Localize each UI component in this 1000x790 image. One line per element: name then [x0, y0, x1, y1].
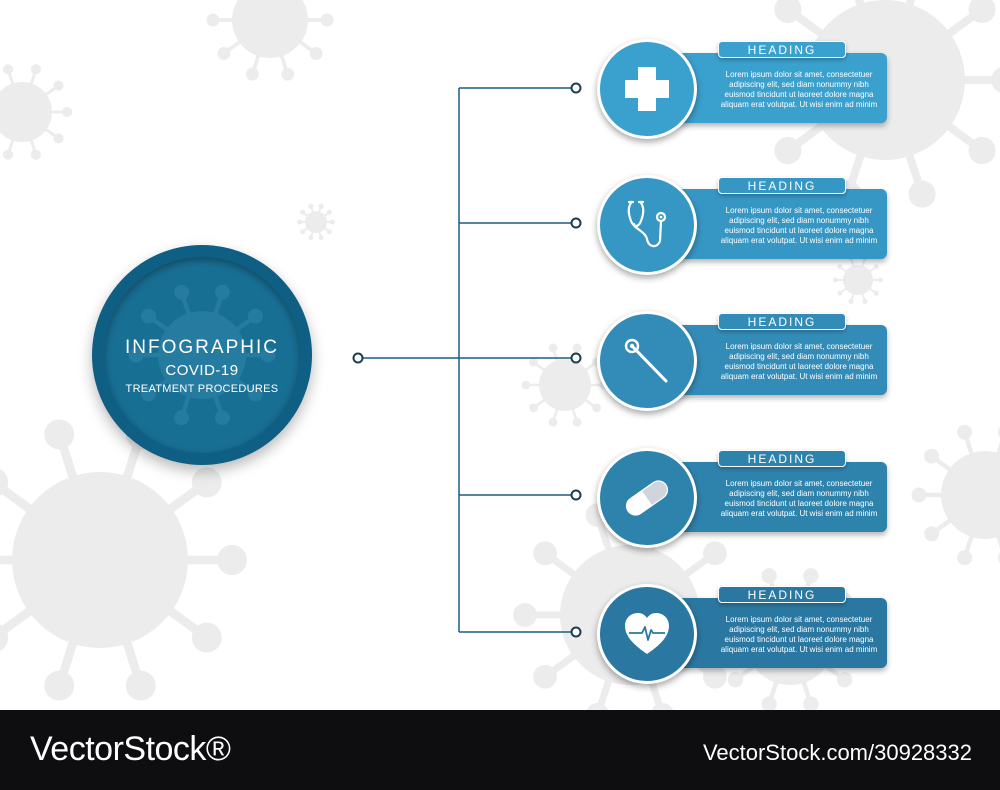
- stethoscope-icon: [627, 200, 667, 248]
- step-body-5: Lorem ipsum dolor sit amet, consectetuer…: [720, 615, 878, 654]
- step-heading-4: HEADING: [718, 450, 846, 467]
- virus-decoration-7: [911, 424, 1000, 566]
- step-icon-circle-1: [597, 39, 697, 139]
- step-body-4: Lorem ipsum dolor sit amet, consectetuer…: [720, 479, 878, 518]
- virus-decoration-3: [297, 203, 335, 241]
- step-item-4: HEADING Lorem ipsum dolor sit amet, cons…: [597, 446, 887, 548]
- step-heading-1: HEADING: [718, 41, 846, 58]
- virus-decoration-2: [0, 64, 73, 160]
- step-body-2: Lorem ipsum dolor sit amet, consectetuer…: [720, 206, 878, 245]
- step-heading-3: HEADING: [718, 313, 846, 330]
- step-body-3: Lorem ipsum dolor sit amet, consectetuer…: [720, 342, 878, 381]
- step-icon-circle-2: [597, 175, 697, 275]
- medical-cross-icon: [625, 67, 669, 111]
- capsule-pill-icon: [625, 480, 669, 516]
- image-id-text: VectorStock.com/30928332: [702, 740, 972, 765]
- virus-decoration-5: [832, 256, 884, 304]
- step-body-1: Lorem ipsum dolor sit amet, consectetuer…: [720, 70, 878, 109]
- center-circle: INFOGRAPHIC COVID-19 TREATMENT PROCEDURE…: [92, 245, 312, 465]
- step-heading-5: HEADING: [718, 586, 846, 603]
- thermometer-icon: [624, 338, 668, 383]
- center-virus-shape: [128, 284, 276, 426]
- heart-pulse-icon: [625, 613, 669, 654]
- step-icon-circle-4: [597, 448, 697, 548]
- connector-dot-2: [570, 217, 582, 229]
- step-item-2: HEADING Lorem ipsum dolor sit amet, cons…: [597, 173, 887, 275]
- connector-dot-center: [352, 352, 364, 364]
- footer-bar: VectorStock® VectorStock.com/30928332: [0, 710, 1000, 790]
- step-item-3: HEADING Lorem ipsum dolor sit amet, cons…: [597, 309, 887, 411]
- virus-decoration-6: [521, 343, 609, 427]
- step-icon-circle-5: [597, 584, 697, 684]
- virus-decoration-1: [206, 0, 334, 81]
- connector-dot-5: [570, 626, 582, 638]
- connector-dot-1: [570, 82, 582, 94]
- step-item-1: HEADING Lorem ipsum dolor sit amet, cons…: [597, 37, 887, 139]
- connector-lines: [352, 82, 582, 638]
- center-title: INFOGRAPHIC: [125, 337, 279, 358]
- step-item-5: HEADING Lorem ipsum dolor sit amet, cons…: [597, 582, 887, 684]
- step-icon-circle-3: [597, 311, 697, 411]
- connector-group: [358, 87, 576, 633]
- connector-dot-3: [570, 352, 582, 364]
- center-inner-circle: INFOGRAPHIC COVID-19 TREATMENT PROCEDURE…: [104, 257, 300, 453]
- center-virus-icon: [128, 284, 276, 426]
- step-heading-2: HEADING: [718, 177, 846, 194]
- center-subtitle: COVID-19: [165, 362, 239, 379]
- center-subtitle-2: TREATMENT PROCEDURES: [125, 383, 279, 395]
- brand-logo-text: VectorStock®: [30, 730, 231, 768]
- connector-dot-4: [570, 489, 582, 501]
